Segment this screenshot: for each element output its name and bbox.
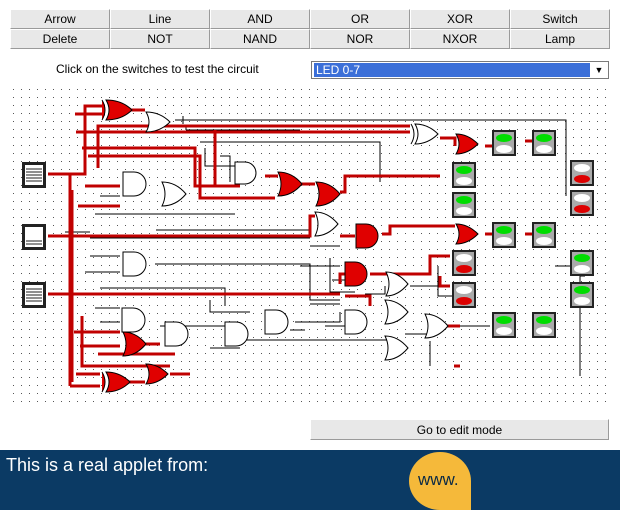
or-gate [161, 181, 187, 207]
xor-gate-button[interactable]: XOR [410, 9, 510, 29]
and-gate [344, 261, 368, 287]
xor-gate [410, 123, 439, 145]
input-switch-a[interactable] [22, 162, 46, 188]
lamp-on [532, 222, 556, 248]
or-gate [384, 335, 409, 361]
lamp-on [452, 192, 476, 218]
xor-gate [101, 371, 131, 393]
and-gate [121, 307, 146, 333]
or-gate [145, 363, 169, 385]
toolbar-row-2: Delete NOT NAND NOR NXOR Lamp [10, 29, 610, 49]
lamps [452, 130, 594, 338]
lamp-on [492, 312, 516, 338]
and-gate [224, 321, 249, 347]
line-tool-button[interactable]: Line [110, 9, 210, 29]
input-switch-c[interactable] [22, 282, 46, 308]
and-gate [344, 309, 368, 335]
wires-active [48, 104, 535, 388]
lamp-on [452, 162, 476, 188]
lamp-on [570, 250, 594, 276]
and-gate-button[interactable]: AND [210, 9, 310, 29]
nxor-gate-button[interactable]: NXOR [410, 29, 510, 49]
toolbar: Arrow Line AND OR XOR Switch Delete NOT … [10, 9, 610, 49]
and-gate [122, 171, 147, 197]
lamp-off [452, 250, 476, 276]
www-badge[interactable]: www. [409, 452, 471, 510]
input-switch-b[interactable] [22, 224, 46, 250]
nor-gate-button[interactable]: NOR [310, 29, 410, 49]
switch-tool-button[interactable]: Switch [510, 9, 610, 29]
lamp-off [570, 160, 594, 186]
or-gate [455, 133, 479, 155]
instruction-text: Click on the switches to test the circui… [56, 62, 259, 76]
or-gate [384, 299, 409, 325]
lamp-tool-button[interactable]: Lamp [510, 29, 610, 49]
chevron-down-icon[interactable]: ▼ [594, 65, 604, 75]
dot-grid [10, 86, 610, 408]
or-gate [315, 181, 341, 207]
and-gate [122, 251, 147, 277]
badge-text: www. [418, 470, 459, 489]
lamp-off [570, 190, 594, 216]
nand-gate-button[interactable]: NAND [210, 29, 310, 49]
or-gate [424, 313, 449, 339]
banner-text: This is a real applet from: [6, 455, 209, 475]
or-gate [145, 111, 171, 133]
applet-banner: This is a real applet from: [0, 450, 620, 510]
lamp-on [492, 130, 516, 156]
and-gate [264, 309, 289, 335]
lamp-off [452, 282, 476, 308]
or-gate [314, 211, 339, 237]
arrow-tool-button[interactable]: Arrow [10, 9, 110, 29]
lamp-on [570, 282, 594, 308]
wires-idle [65, 116, 585, 376]
delete-tool-button[interactable]: Delete [10, 29, 110, 49]
and-gate [164, 321, 189, 347]
or-gate [455, 223, 479, 245]
not-gate-button[interactable]: NOT [110, 29, 210, 49]
lamp-on [532, 130, 556, 156]
or-gate-button[interactable]: OR [310, 9, 410, 29]
or-gate [385, 271, 409, 297]
xor-gate [101, 99, 133, 121]
and-gate [355, 223, 379, 249]
lamp-on [492, 222, 516, 248]
circuit-select-value: LED 0-7 [314, 63, 590, 77]
lamp-on [532, 312, 556, 338]
circuit-select[interactable]: LED 0-7 ▼ [311, 61, 609, 79]
or-gate [122, 331, 147, 357]
circuit-board[interactable] [10, 86, 610, 408]
toolbar-row-1: Arrow Line AND OR XOR Switch [10, 9, 610, 29]
logic-gates [101, 99, 479, 393]
and-gate [234, 161, 257, 185]
edit-mode-button[interactable]: Go to edit mode [310, 419, 609, 440]
or-gate [277, 171, 303, 197]
